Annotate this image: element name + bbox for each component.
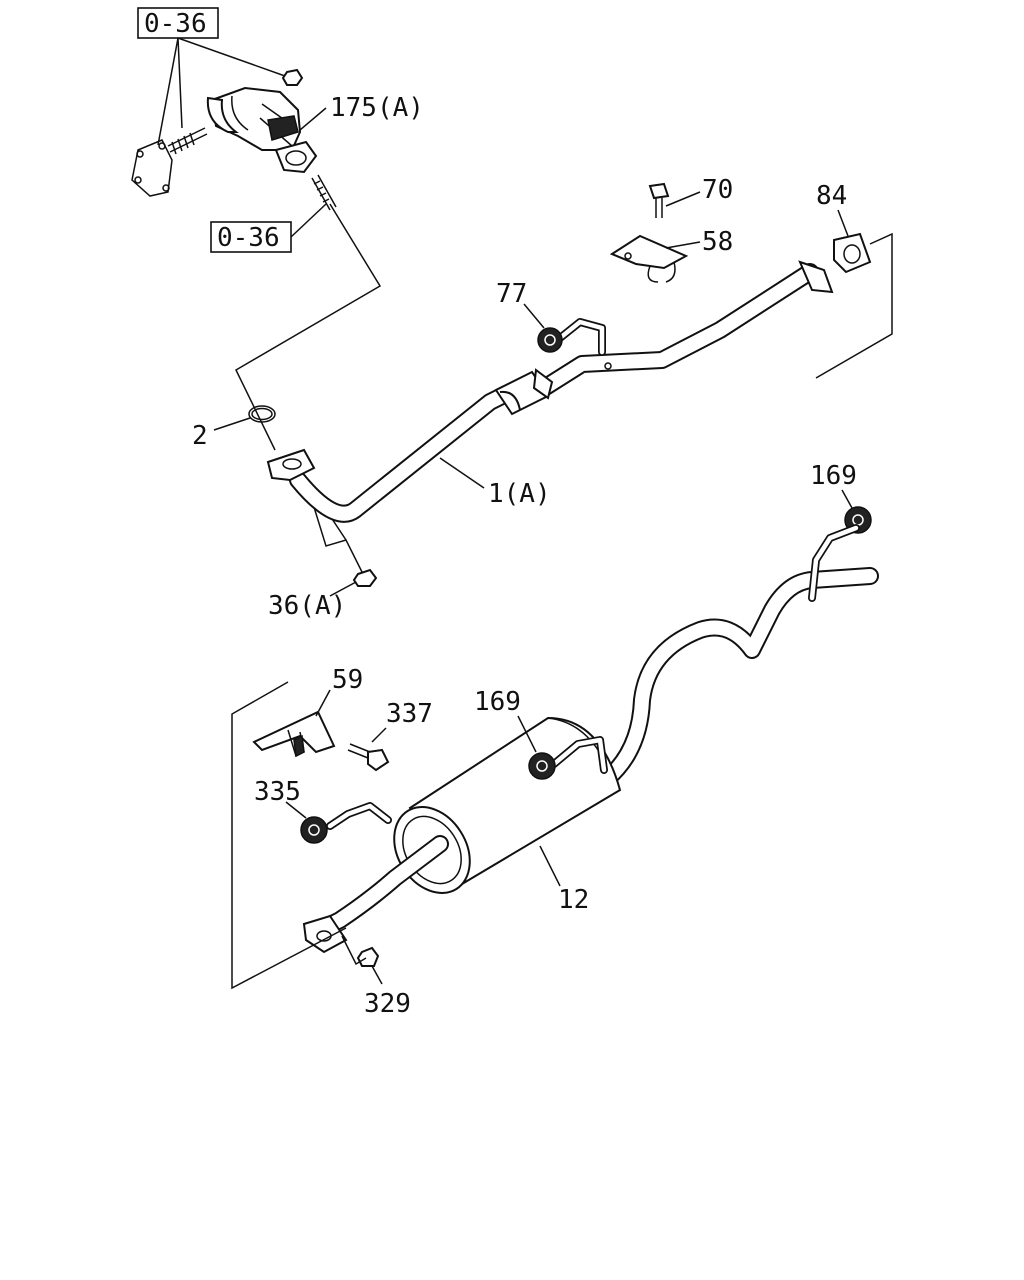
label-12[interactable]: 12 — [558, 885, 589, 915]
part-2-ring[interactable] — [248, 405, 276, 423]
label-70[interactable]: 70 — [702, 175, 733, 205]
gasket-plate — [131, 139, 173, 197]
label-77[interactable]: 77 — [496, 279, 527, 309]
leader-ref-mid — [290, 203, 327, 238]
leader-2 — [213, 417, 251, 431]
part-36a-nut[interactable] — [352, 568, 378, 587]
label-1a[interactable]: 1(A) — [488, 479, 551, 509]
part-329-nut[interactable] — [356, 946, 380, 967]
leader-70 — [665, 191, 701, 207]
part-59-bracket[interactable] — [252, 710, 336, 758]
leader-337 — [371, 727, 387, 743]
part-58-bracket[interactable] — [609, 234, 689, 283]
leader-84 — [837, 209, 849, 237]
label-84[interactable]: 84 — [816, 181, 847, 211]
label-2[interactable]: 2 — [192, 421, 208, 451]
leader-12 — [539, 845, 561, 887]
leader-36a — [329, 581, 357, 597]
label-58[interactable]: 58 — [702, 227, 733, 257]
leader-169-right — [841, 489, 853, 509]
leader-59 — [315, 689, 331, 717]
label-169-right[interactable]: 169 — [810, 461, 857, 491]
ref-box-mid[interactable]: 0-36 — [210, 221, 292, 253]
part-1a-front-pipe[interactable] — [266, 260, 834, 523]
part-77-hanger[interactable] — [537, 327, 563, 353]
ref-box-mid-text: 0-36 — [217, 223, 280, 253]
leader-169-mid — [517, 715, 537, 753]
leader-329 — [371, 965, 383, 985]
label-329[interactable]: 329 — [364, 989, 411, 1019]
part-12-muffler[interactable] — [302, 524, 879, 954]
leader-335 — [285, 801, 307, 819]
leader-175a — [299, 107, 327, 131]
part-337-bolt[interactable] — [347, 743, 390, 772]
ref-box-top[interactable]: 0-36 — [137, 7, 219, 39]
leader-77 — [523, 303, 545, 329]
part-335-hanger[interactable] — [300, 816, 328, 844]
ref-box-top-text: 0-36 — [144, 9, 207, 39]
part-84-gasket[interactable] — [833, 232, 872, 274]
part-169-mid-hanger[interactable] — [528, 752, 556, 780]
label-337[interactable]: 337 — [386, 699, 433, 729]
label-335[interactable]: 335 — [254, 777, 301, 807]
bracket-lines-lower — [231, 681, 367, 990]
label-59[interactable]: 59 — [332, 665, 363, 695]
leader-1a — [439, 457, 485, 489]
leader-58 — [665, 241, 701, 249]
label-36a[interactable]: 36(A) — [268, 591, 346, 621]
part-175a-elbow[interactable] — [131, 68, 337, 211]
part-70-bolt[interactable] — [648, 182, 670, 218]
label-169-mid[interactable]: 169 — [474, 687, 521, 717]
bracket-lines-right — [815, 232, 893, 379]
ref-top-leaders — [157, 37, 286, 146]
label-175a[interactable]: 175(A) — [330, 93, 424, 123]
bracket-lines-upper — [235, 203, 382, 579]
